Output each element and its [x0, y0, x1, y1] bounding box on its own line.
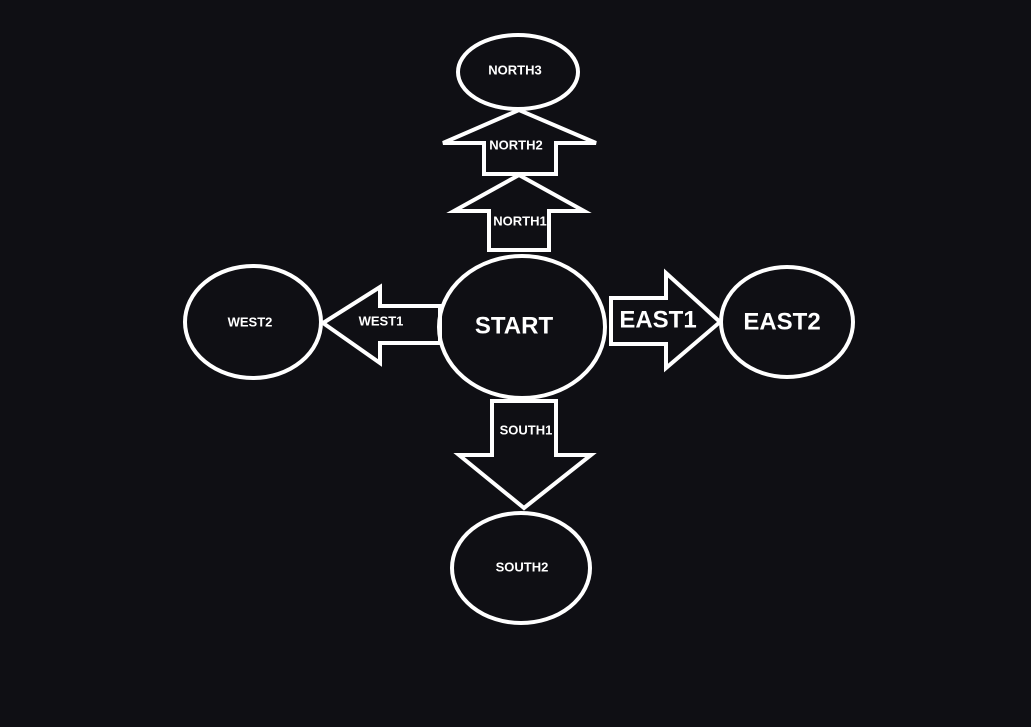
north3-label: NORTH3 [488, 62, 541, 77]
south2-node [450, 511, 592, 625]
south1-arrow [453, 399, 597, 511]
start-label: START [475, 312, 554, 339]
west1-label: WEST1 [359, 313, 404, 328]
north2-label: NORTH2 [489, 137, 542, 152]
south2-label: SOUTH2 [496, 559, 549, 574]
north1-arrow [446, 172, 592, 252]
west1-arrow [319, 283, 442, 367]
south1-label: SOUTH1 [500, 422, 553, 437]
north1-label: NORTH1 [493, 213, 546, 228]
east1-label: EAST1 [619, 306, 696, 333]
east1-arrow [609, 268, 724, 373]
west2-label: WEST2 [228, 314, 273, 329]
north2-arrow [442, 107, 597, 176]
east2-label: EAST2 [743, 308, 820, 335]
